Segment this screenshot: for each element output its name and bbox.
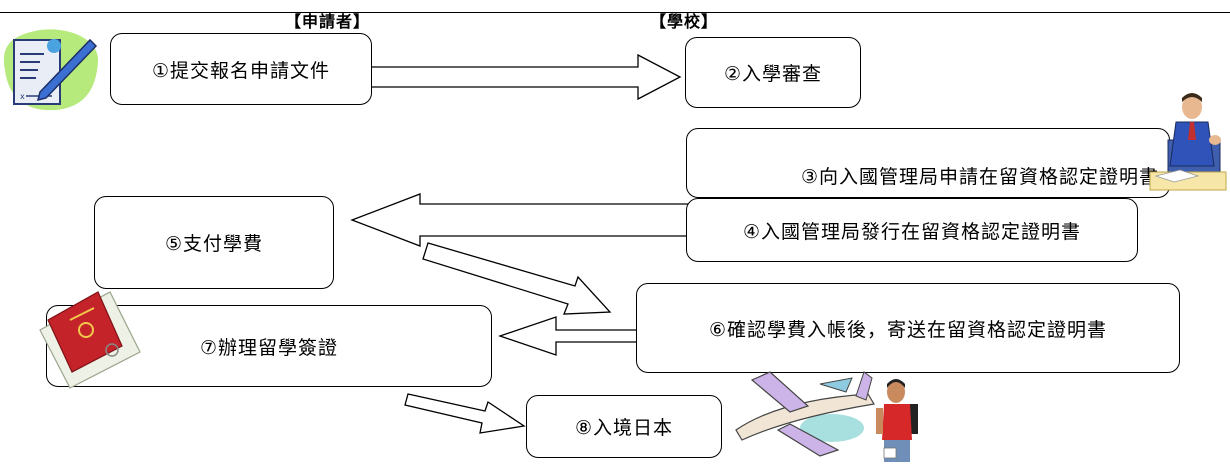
student-icon <box>876 379 918 462</box>
businessman-icon <box>1149 93 1227 191</box>
step-2-label: ②入學審查 <box>723 63 823 85</box>
arrow-6-to-7 <box>497 316 641 356</box>
step-6-label: ⑥確認學費入帳後，寄送在留資格認定證明書 <box>708 318 1108 341</box>
document-pen-icon: x <box>3 29 99 111</box>
step-1-label: ①提交報名申請文件 <box>151 59 331 82</box>
step-2-box: ②入學審查 <box>685 37 861 108</box>
step-7-label: ⑦辦理留學簽證 <box>199 336 339 359</box>
arrow-1-to-2 <box>369 53 682 101</box>
step-8-label: ⑧入境日本 <box>574 417 674 439</box>
top-rule <box>0 12 1230 13</box>
header-school: 【學校】 <box>650 12 719 31</box>
header-applicant: 【申請者】 <box>285 12 371 31</box>
airplane-icon <box>735 371 875 457</box>
step-4-label: ④入國管理局發行在留資格認定證明書 <box>742 220 1082 243</box>
step-8-box: ⑧入境日本 <box>526 395 722 458</box>
passport-icon <box>39 291 141 389</box>
arrow-5-to-6 <box>422 242 612 315</box>
step-5-label: ⑤支付學費 <box>164 233 264 255</box>
arrow-7-to-8 <box>404 393 526 434</box>
step-1-box: ①提交報名申請文件 <box>110 33 372 105</box>
arrow-4-to-5 <box>350 193 689 247</box>
step-4-box: ④入國管理局發行在留資格認定證明書 <box>686 198 1138 262</box>
step-6-box: ⑥確認學費入帳後，寄送在留資格認定證明書 <box>636 283 1180 373</box>
svg-text:x: x <box>20 92 25 101</box>
step-3-label: ③向入國管理局申請在留資格認定證明書 <box>800 166 1159 188</box>
step-5-box: ⑤支付學費 <box>94 196 334 289</box>
step-3-box: ③向入國管理局申請在留資格認定證明書 <box>686 128 1170 198</box>
